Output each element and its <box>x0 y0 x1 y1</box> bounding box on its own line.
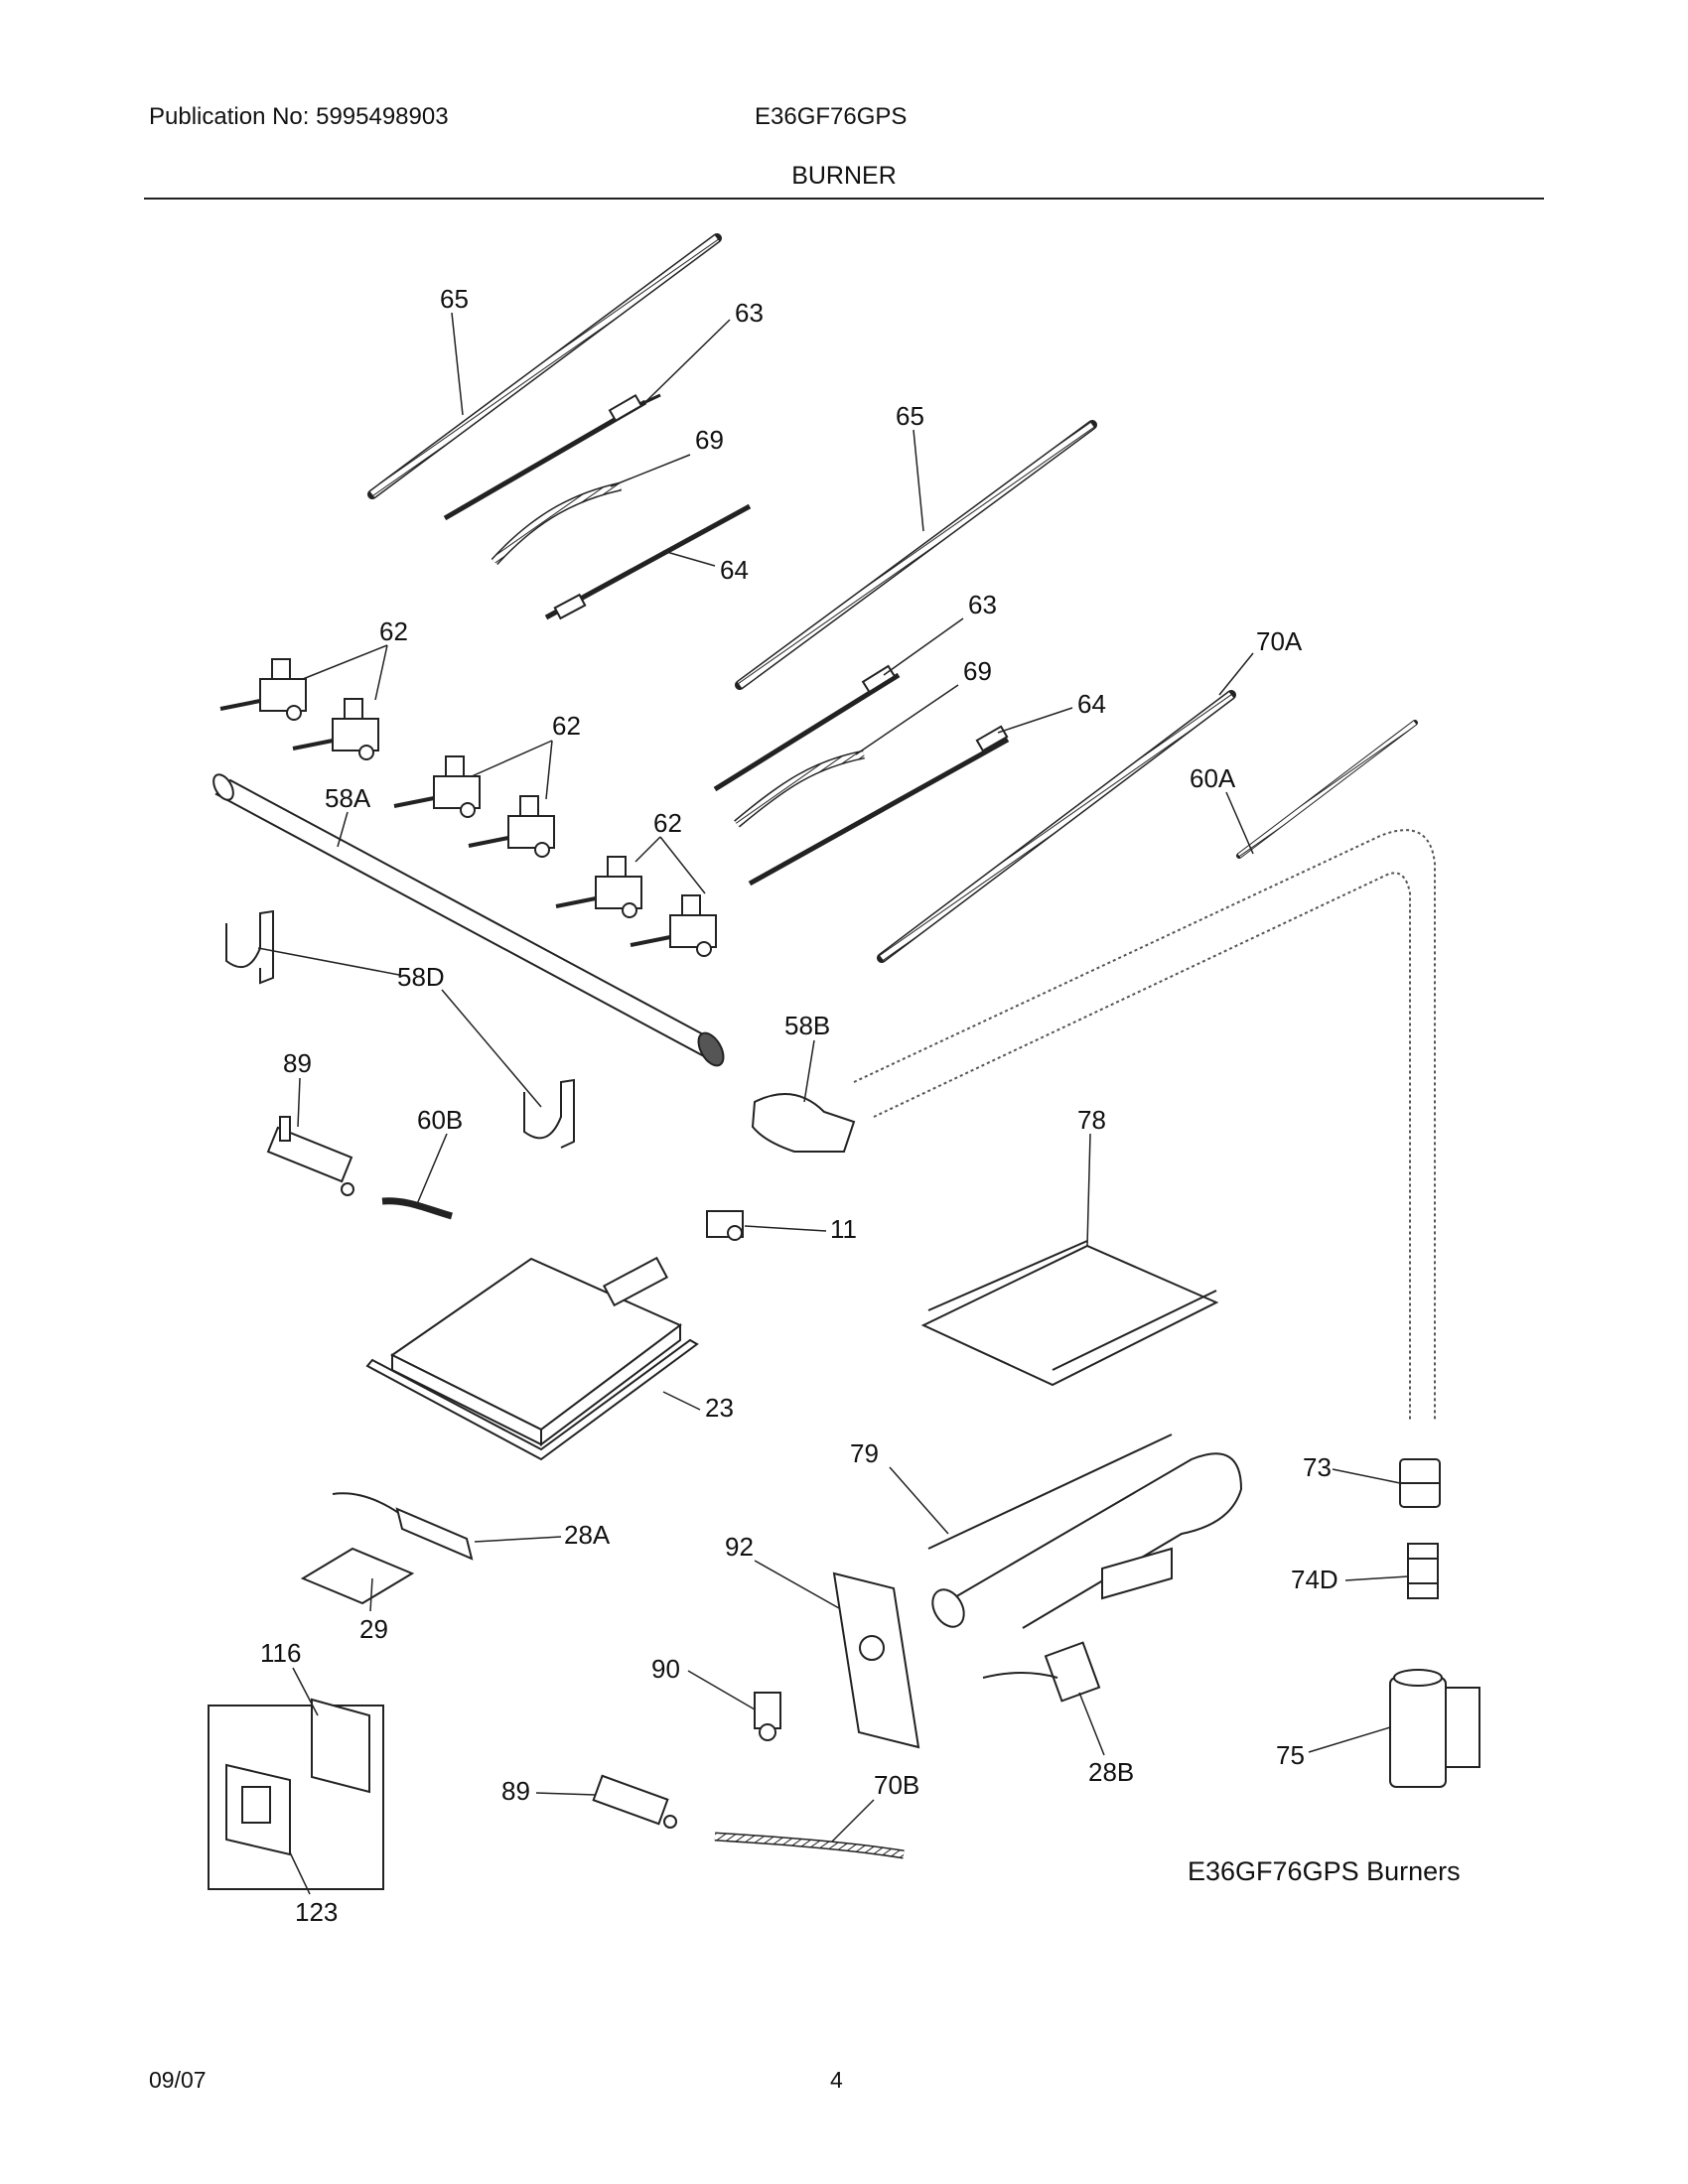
part-label-28B: 28B <box>1088 1757 1134 1787</box>
part-label-89: 89 <box>283 1048 312 1078</box>
regulator-75 <box>1389 1669 1480 1788</box>
electrode-28A <box>332 1492 474 1561</box>
part-label-58B: 58B <box>784 1011 830 1040</box>
mounting-plate-92 <box>832 1571 920 1749</box>
gas-line-69-right <box>734 750 865 828</box>
part-label-69: 69 <box>963 656 992 686</box>
part-label-89: 89 <box>501 1776 530 1806</box>
gas-line-69-upper <box>491 481 622 566</box>
part-label-23: 23 <box>705 1393 734 1423</box>
cover-plate-116 <box>311 1698 370 1794</box>
ignition-wire-60B <box>381 1197 453 1220</box>
part-label-29: 29 <box>359 1614 388 1644</box>
part-label-123: 123 <box>295 1897 338 1927</box>
section-title: BURNER <box>791 162 897 190</box>
publication-number: Publication No: 5995498903 <box>149 103 449 130</box>
manifold-pipe-58A <box>212 773 725 1067</box>
part-label-78: 78 <box>1077 1105 1106 1135</box>
gas-line-65-upper <box>367 233 722 499</box>
gas-line-64-upper <box>544 503 752 620</box>
heat-shield-78 <box>920 1240 1219 1387</box>
supply-pipe <box>853 829 1436 1420</box>
burner-tube-79 <box>927 1433 1243 1629</box>
union-73 <box>1399 1458 1441 1508</box>
gas-line-63-upper <box>443 393 661 521</box>
header-divider <box>144 198 1544 200</box>
orifice-fitting-11 <box>706 1210 744 1241</box>
elbow-fitting-90 <box>754 1692 781 1741</box>
burner-valves-62 <box>219 658 717 957</box>
part-label-60B: 60B <box>417 1105 463 1135</box>
gas-line-70A <box>877 690 1236 963</box>
part-label-58A: 58A <box>325 783 371 813</box>
part-label-63: 63 <box>735 298 764 328</box>
cover-plate-123 <box>225 1763 291 1856</box>
thermocouple-60A <box>1236 720 1418 859</box>
brackets-58D <box>225 909 575 1149</box>
gas-line-64-right <box>748 725 1010 887</box>
ignition-wire-70B <box>714 1832 905 1859</box>
part-label-64: 64 <box>1077 689 1106 719</box>
part-label-79: 79 <box>850 1438 879 1468</box>
part-label-92: 92 <box>725 1532 754 1562</box>
part-label-74D: 74D <box>1291 1565 1338 1594</box>
page-number: 4 <box>830 2067 843 2093</box>
part-label-63: 63 <box>968 590 997 619</box>
igniter-switch-89-upper <box>266 1116 354 1196</box>
part-label-62: 62 <box>653 808 682 838</box>
footer-date: 09/07 <box>149 2067 207 2093</box>
elbow-58B <box>751 1093 856 1153</box>
part-label-69: 69 <box>695 425 724 455</box>
part-label-73: 73 <box>1303 1452 1332 1482</box>
part-label-62: 62 <box>379 616 408 646</box>
part-label-28A: 28A <box>564 1520 611 1550</box>
part-label-62: 62 <box>552 711 581 741</box>
electrode-28B <box>982 1641 1101 1703</box>
gas-line-65-right <box>735 420 1097 690</box>
diagram-caption: E36GF76GPS Burners <box>1188 1856 1461 1886</box>
part-label-64: 64 <box>720 555 749 585</box>
nipple-74D <box>1407 1543 1439 1599</box>
part-label-11: 11 <box>830 1214 857 1244</box>
part-labels: 65 63 69 64 65 63 69 64 70A 62 62 62 58A… <box>260 284 1338 1927</box>
part-label-70A: 70A <box>1256 626 1303 656</box>
leader-lines <box>257 312 1409 1895</box>
part-label-65: 65 <box>896 401 924 431</box>
igniter-switch-89-lower <box>592 1774 677 1829</box>
electrode-bracket-29 <box>300 1547 415 1605</box>
part-label-116: 116 <box>260 1638 301 1668</box>
model-number: E36GF76GPS <box>755 103 908 130</box>
part-label-75: 75 <box>1276 1740 1305 1770</box>
griddle-burner-23 <box>365 1256 699 1461</box>
part-label-65: 65 <box>440 284 469 314</box>
part-label-58D: 58D <box>397 962 445 992</box>
part-label-70B: 70B <box>874 1770 919 1800</box>
part-label-90: 90 <box>651 1654 680 1684</box>
inset-box <box>208 1705 384 1890</box>
part-label-60A: 60A <box>1190 763 1236 793</box>
